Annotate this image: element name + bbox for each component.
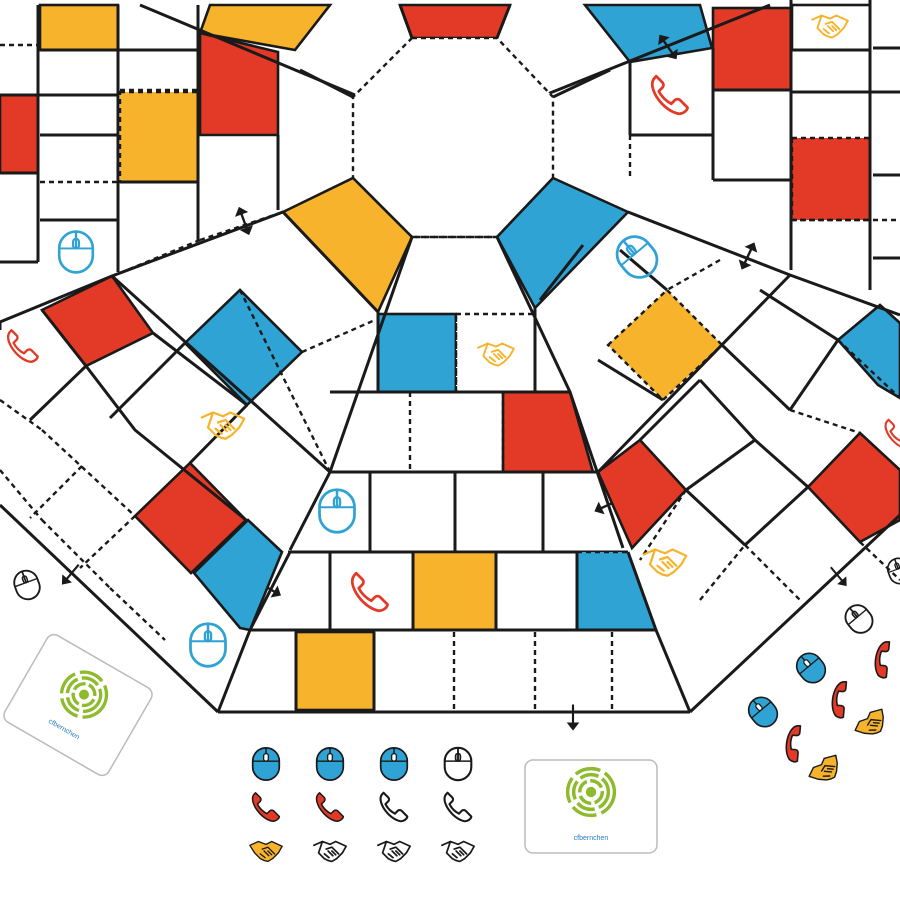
track-space[interactable] <box>183 288 304 407</box>
track-space[interactable] <box>118 90 200 184</box>
board-phone-icon <box>884 418 900 450</box>
board-handshake-icon <box>642 548 688 577</box>
handshake-token[interactable] <box>312 840 348 863</box>
track-space[interactable] <box>575 550 658 632</box>
mouse-token[interactable] <box>9 566 45 604</box>
mouse-token[interactable] <box>251 746 281 782</box>
track-space[interactable] <box>596 438 688 551</box>
track-space[interactable] <box>790 136 872 222</box>
track-space[interactable] <box>501 390 595 474</box>
two-way-arrow-icon <box>231 203 257 239</box>
track-space[interactable] <box>606 288 724 402</box>
track-space[interactable] <box>198 31 280 137</box>
board-mouse-icon <box>608 228 666 286</box>
token-tray <box>249 746 476 863</box>
top-track-right <box>398 0 900 290</box>
left-arm <box>0 203 380 714</box>
track-space[interactable] <box>376 312 458 394</box>
track-space[interactable] <box>0 93 40 175</box>
phone-token[interactable] <box>315 791 345 823</box>
mouse-token[interactable] <box>379 746 409 782</box>
track-space[interactable] <box>39 274 155 368</box>
track-space[interactable] <box>411 550 498 632</box>
mouse-token[interactable] <box>883 554 900 588</box>
down-arrow-icon <box>825 562 853 591</box>
track-space[interactable] <box>806 431 900 544</box>
phone-token[interactable] <box>774 722 818 766</box>
board-handshake-icon <box>811 14 849 39</box>
board-phone-icon <box>650 74 689 116</box>
right-arm <box>538 210 900 714</box>
track-space[interactable] <box>711 6 793 92</box>
track-space[interactable] <box>38 3 120 52</box>
mouse-token[interactable] <box>315 746 345 782</box>
track-space[interactable] <box>454 312 537 394</box>
track-space[interactable] <box>192 518 284 632</box>
track-space[interactable] <box>198 3 333 52</box>
mouse-token[interactable] <box>839 599 879 639</box>
track-space[interactable] <box>294 630 376 712</box>
card-right[interactable]: cfbernchen <box>524 759 658 854</box>
bottom-track <box>216 550 692 732</box>
handshake-token[interactable] <box>851 704 893 745</box>
top-track-left <box>0 3 356 274</box>
down-arrow-icon <box>565 703 581 732</box>
handshake-token[interactable] <box>249 840 283 863</box>
board-mouse-icon <box>57 230 95 274</box>
handshake-token[interactable] <box>440 840 476 863</box>
handshake-token[interactable] <box>805 750 847 791</box>
center-track <box>280 176 631 554</box>
board-mouse-icon <box>318 488 356 534</box>
board-mouse-icon <box>189 622 227 668</box>
board-phone-icon <box>6 329 39 363</box>
board-handshake-icon <box>200 411 246 441</box>
board-phone-icon <box>350 571 389 613</box>
mouse-token[interactable] <box>742 691 784 733</box>
card-label: cfbernchen <box>574 835 609 842</box>
phone-token[interactable] <box>863 638 900 682</box>
card-left[interactable]: cfbernchen <box>1 632 155 779</box>
phone-token[interactable] <box>820 678 864 722</box>
handshake-token[interactable] <box>376 840 412 863</box>
phone-token[interactable] <box>251 791 281 823</box>
mouse-token[interactable] <box>443 746 473 782</box>
track-space[interactable] <box>836 303 900 400</box>
track-space[interactable] <box>398 3 512 40</box>
phone-token[interactable] <box>379 791 409 823</box>
mouse-token[interactable] <box>790 647 832 689</box>
phone-token[interactable] <box>443 791 473 823</box>
